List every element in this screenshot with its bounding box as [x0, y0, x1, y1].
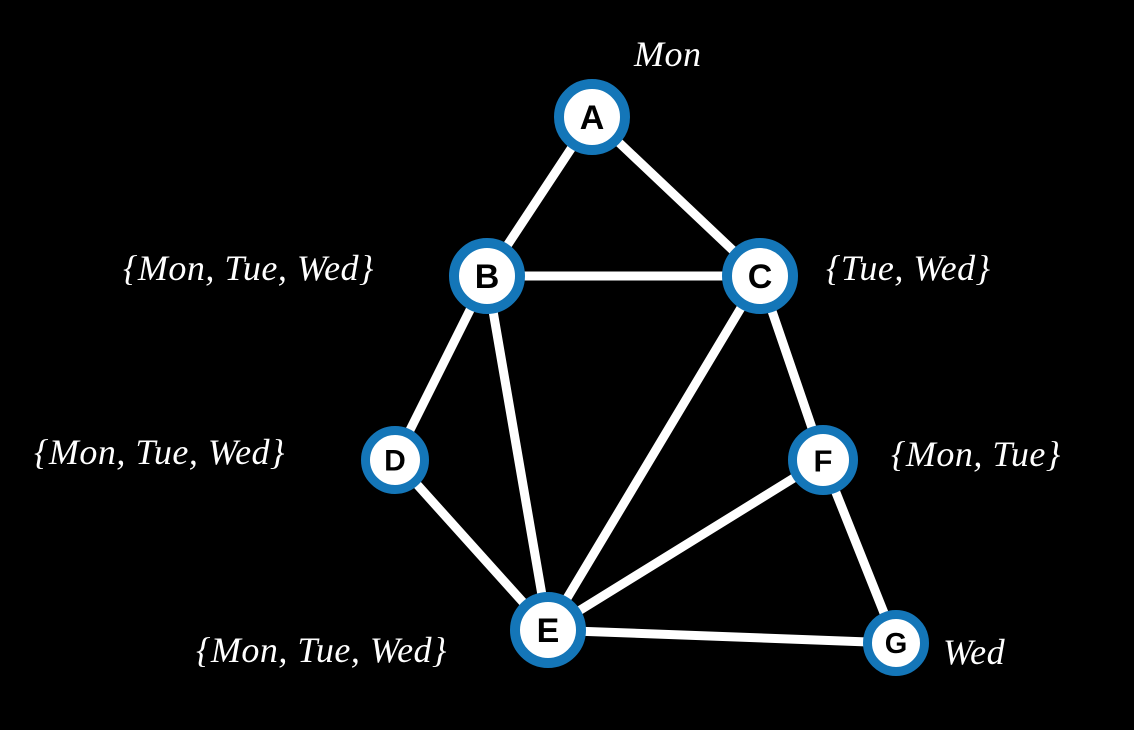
graph-node-g[interactable]: G [863, 610, 929, 676]
graph-node-b[interactable]: B [449, 238, 525, 314]
graph-edge-e-g [579, 626, 870, 647]
node-letter-d: D [384, 445, 406, 478]
node-circle-a [554, 79, 630, 155]
node-letter-b: B [475, 258, 500, 296]
domain-label-c: {Tue, Wed} [826, 248, 991, 288]
node-letter-g: G [885, 628, 908, 660]
graph-node-a[interactable]: A [554, 79, 630, 155]
graph-edge-f-g [830, 486, 890, 619]
nodes-group: A B C D E F G [361, 79, 929, 676]
node-circle-c [722, 238, 798, 314]
graph-edge-a-c [613, 137, 739, 256]
domain-label-f: {Mon, Tue} [891, 434, 1061, 474]
node-letter-f: F [814, 444, 833, 479]
graph-node-c[interactable]: C [722, 238, 798, 314]
node-letter-c: C [748, 258, 773, 296]
domain-label-e: {Mon, Tue, Wed} [196, 630, 447, 670]
node-letter-e: E [537, 612, 560, 650]
node-letter-a: A [580, 99, 605, 137]
node-circle-e [510, 592, 586, 668]
graph-node-e[interactable]: E [510, 592, 586, 668]
graph-node-d[interactable]: D [361, 426, 429, 494]
graph-edge-d-e [411, 479, 529, 608]
domain-label-d: {Mon, Tue, Wed} [34, 432, 285, 472]
domain-label-g: Wed [943, 632, 1006, 672]
node-circle-d [361, 426, 429, 494]
graph-edge-b-e [488, 306, 547, 600]
graph-node-f[interactable]: F [788, 425, 858, 495]
graph-edge-a-b [502, 142, 577, 251]
node-circle-g [863, 610, 929, 676]
graph-edge-b-d [404, 303, 476, 436]
domain-label-a: Mon [634, 34, 702, 74]
graph-edge-e-f [574, 472, 800, 616]
domain-label-b: {Mon, Tue, Wed} [123, 248, 374, 288]
node-circle-f [788, 425, 858, 495]
edges-group [404, 137, 890, 647]
graph-edge-c-f [767, 305, 817, 434]
graph-edge-c-e [561, 302, 747, 604]
node-circle-b [449, 238, 525, 314]
